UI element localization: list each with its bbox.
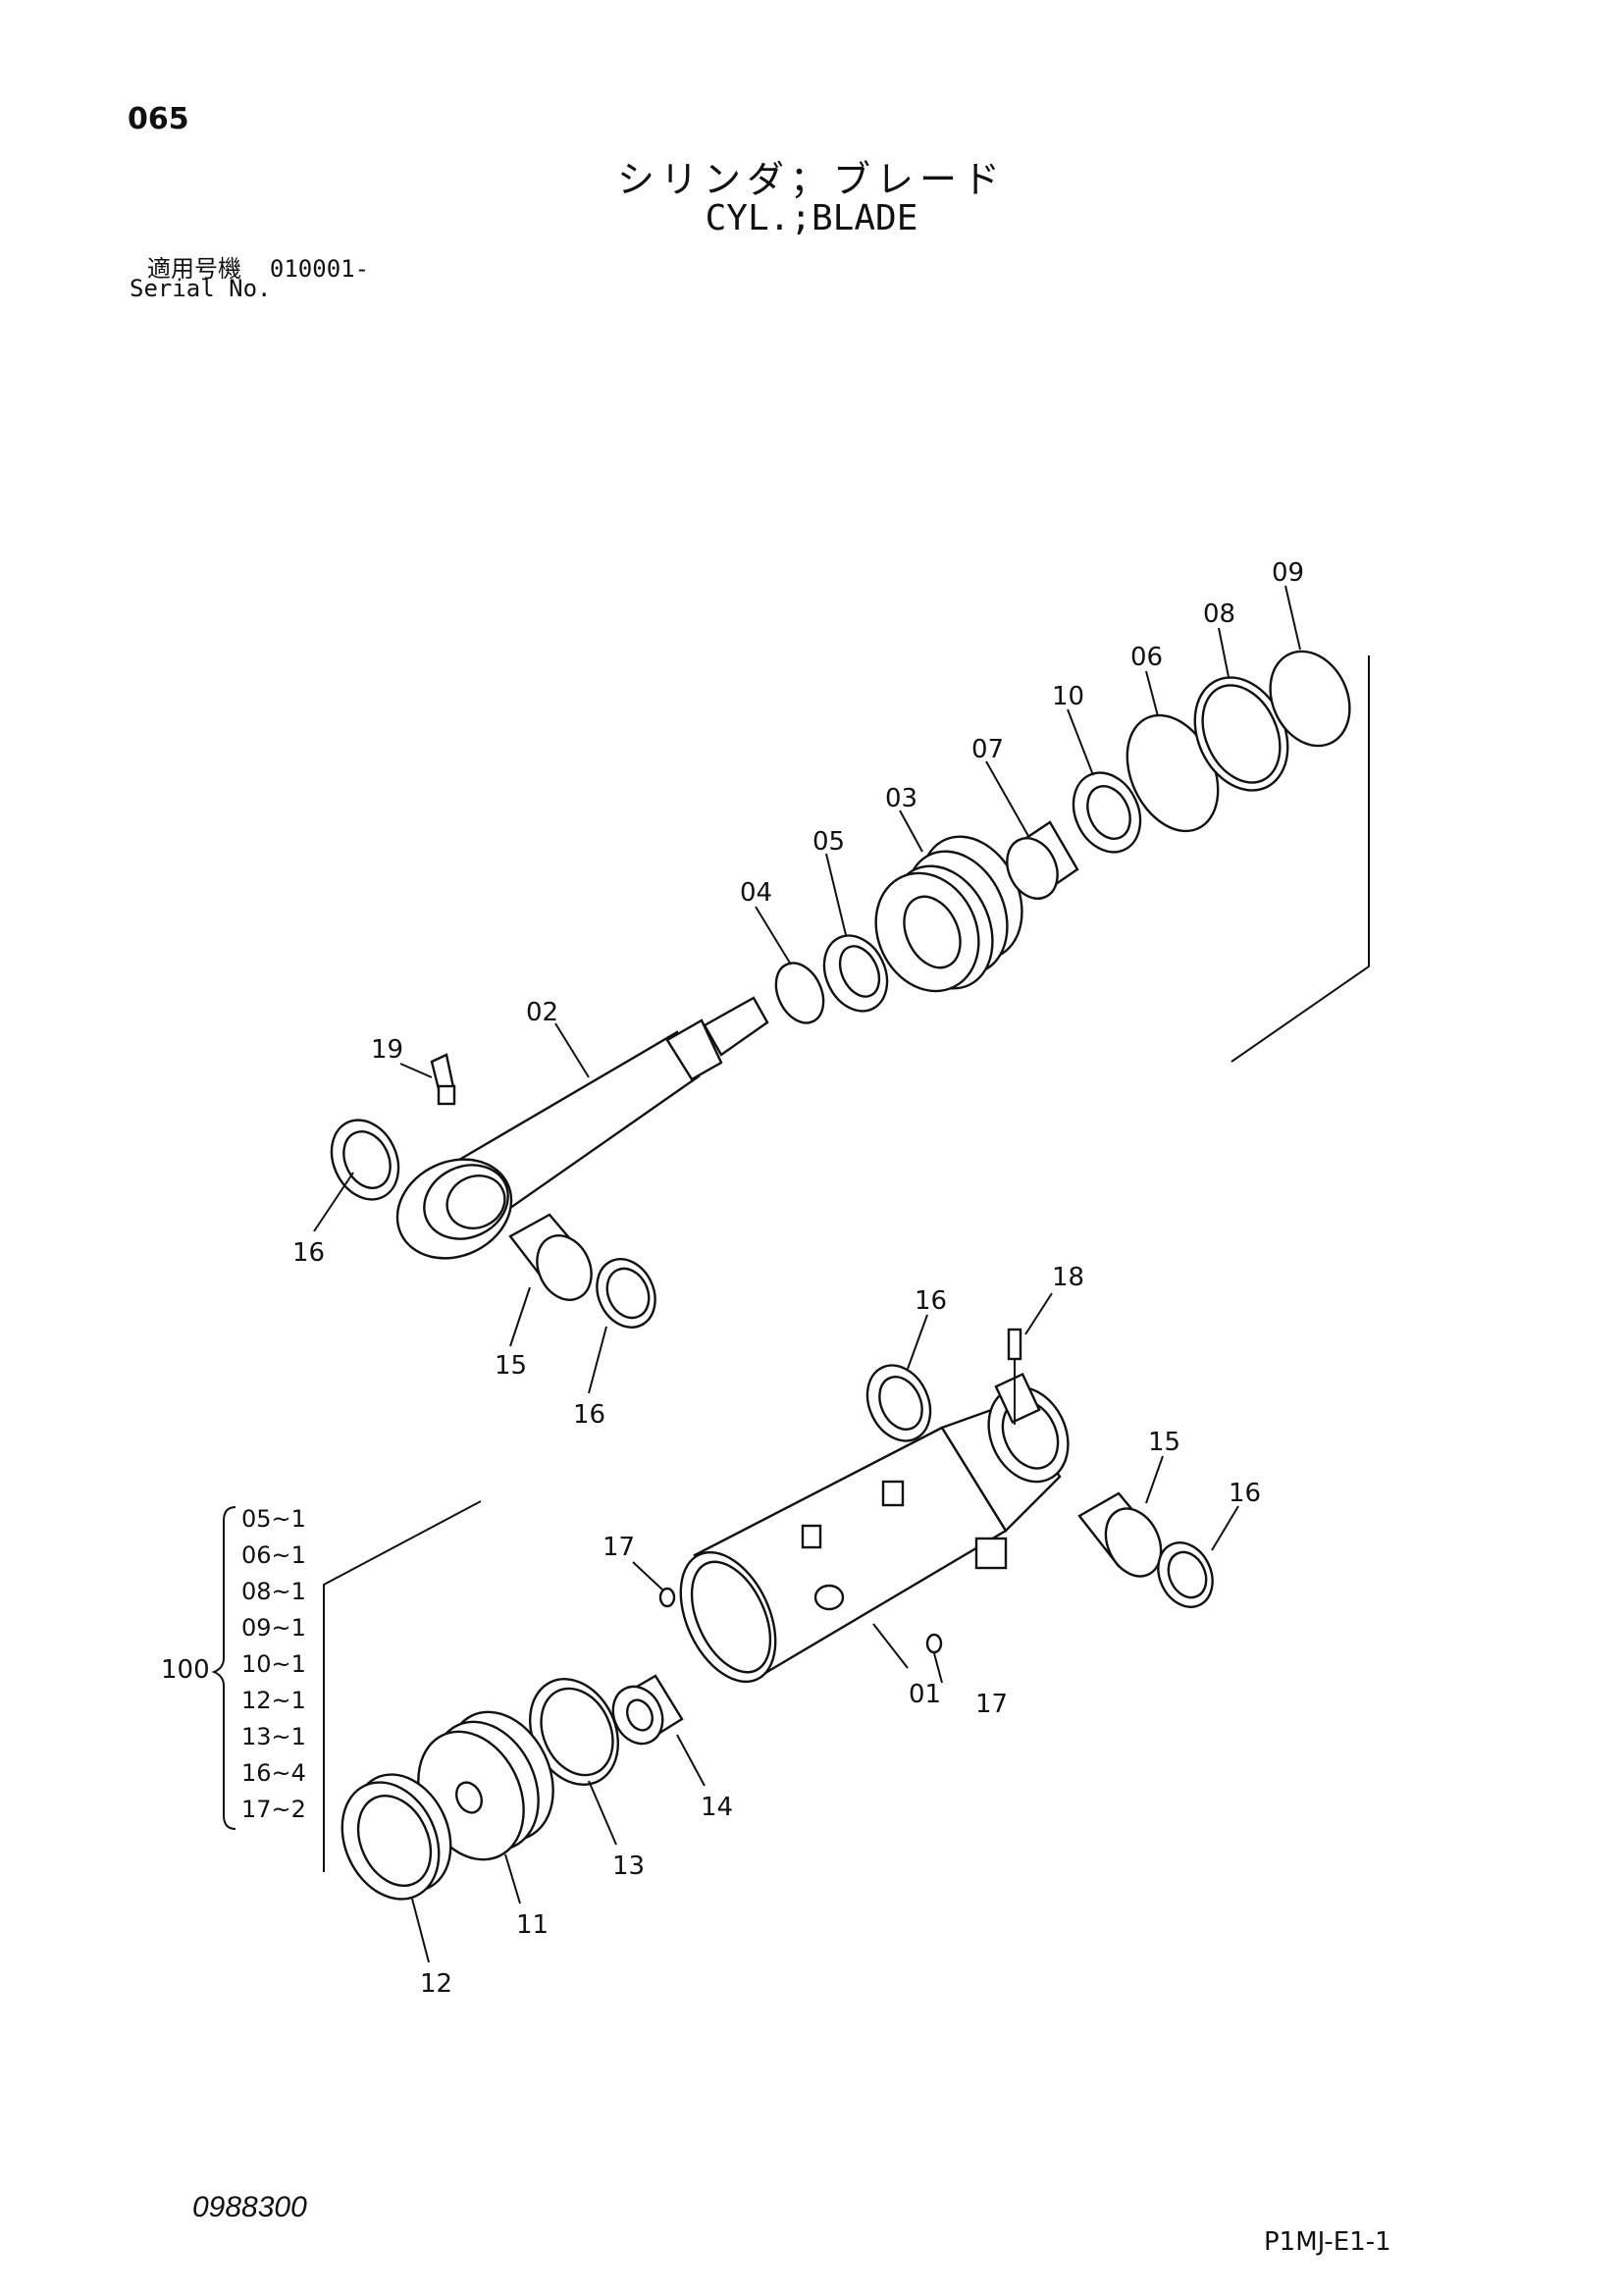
part-label-14: 14 — [701, 1793, 733, 1822]
cylinder-tube — [679, 1372, 1070, 1684]
backup-ring-08 — [1193, 676, 1289, 792]
upper-group-bracket — [1230, 655, 1370, 1063]
serial-label-english: Serial No. — [130, 275, 272, 302]
pin-bushing-15-upper — [508, 1213, 593, 1301]
ring-13 — [528, 1678, 620, 1786]
dust-seal-16-right — [1157, 1541, 1214, 1608]
leader-lines — [313, 585, 1301, 1963]
part-label-05: 05 — [812, 827, 845, 857]
part-label-11: 11 — [516, 1910, 549, 1940]
part-label-10: 10 — [1052, 682, 1084, 711]
serial-label-japanese: 適用号機 — [147, 255, 241, 283]
kit-item: 17~2 — [241, 1796, 306, 1823]
part-label-15-upper: 15 — [495, 1351, 527, 1381]
dust-seal-16-upper — [596, 1258, 656, 1329]
part-label-04: 04 — [740, 878, 772, 908]
part-label-17-right: 17 — [975, 1690, 1008, 1719]
part-label-01: 01 — [909, 1680, 941, 1709]
page-title-japanese: シリンダ；ブレード — [616, 158, 1006, 201]
bushing-05 — [822, 934, 889, 1013]
grease-fitting-19 — [430, 1053, 456, 1106]
page-title-english: CYL.;BLADE — [705, 198, 918, 238]
kit-item: 10~1 — [241, 1650, 306, 1678]
piston-rod — [395, 996, 769, 1260]
serial-number-line: 適用号機 010001- — [147, 249, 369, 284]
part-label-08: 08 — [1203, 600, 1235, 629]
part-label-16-right: 16 — [1229, 1479, 1261, 1508]
rod-cover-03 — [874, 835, 1023, 993]
kit-item: 09~1 — [241, 1614, 306, 1642]
pin-bushing-15-lower — [1077, 1491, 1163, 1578]
page-code: P1MJ-E1-1 — [1264, 2227, 1391, 2257]
seal-12 — [340, 1773, 452, 1901]
dust-seal-16-left — [330, 1119, 400, 1201]
part-label-18: 18 — [1052, 1263, 1084, 1292]
seal-10 — [1072, 771, 1142, 854]
part-label-03: 03 — [885, 784, 917, 813]
part-label-17-left: 17 — [602, 1533, 635, 1562]
o-ring-17-right — [925, 1633, 943, 1654]
part-label-16-lower: 16 — [915, 1286, 947, 1316]
dust-seal-16-lower — [865, 1364, 932, 1442]
part-label-15-lower: 15 — [1148, 1428, 1180, 1457]
part-labels: 01 02 03 04 05 06 07 08 09 10 11 12 13 1… — [292, 558, 1304, 1999]
part-label-09: 09 — [1272, 558, 1304, 588]
repair-kit-list: 100 05~1 06~1 08~1 09~1 10~1 12~1 13~1 1… — [161, 1505, 306, 1830]
part-label-07: 07 — [971, 735, 1004, 764]
kit-item: 12~1 — [241, 1687, 306, 1714]
kit-item: 06~1 — [241, 1541, 306, 1569]
nut-14 — [611, 1674, 684, 1746]
part-label-19: 19 — [371, 1035, 403, 1065]
kit-number: 100 — [161, 1655, 210, 1685]
part-label-12: 12 — [420, 1969, 452, 1999]
part-label-16-left: 16 — [292, 1238, 325, 1268]
o-ring-17-left — [658, 1587, 676, 1608]
bushing-07 — [1006, 820, 1079, 900]
serial-value: 010001- — [269, 255, 370, 283]
part-label-13: 13 — [612, 1852, 645, 1881]
kit-item: 16~4 — [241, 1759, 306, 1787]
kit-brace — [211, 1506, 236, 1830]
page-number: 065 — [128, 102, 189, 136]
part-label-02: 02 — [526, 998, 558, 1027]
part-label-16-upper: 16 — [573, 1400, 605, 1430]
part-label-06: 06 — [1130, 643, 1163, 672]
document-code: 0988300 — [192, 2191, 307, 2223]
kit-item: 05~1 — [241, 1505, 306, 1533]
grease-fitting-18 — [1007, 1328, 1022, 1425]
o-ring-09 — [1269, 650, 1351, 748]
snap-ring-04 — [774, 962, 825, 1024]
kit-group-bracket — [323, 1500, 482, 1872]
kit-item: 13~1 — [241, 1723, 306, 1750]
kit-item: 08~1 — [241, 1578, 306, 1605]
